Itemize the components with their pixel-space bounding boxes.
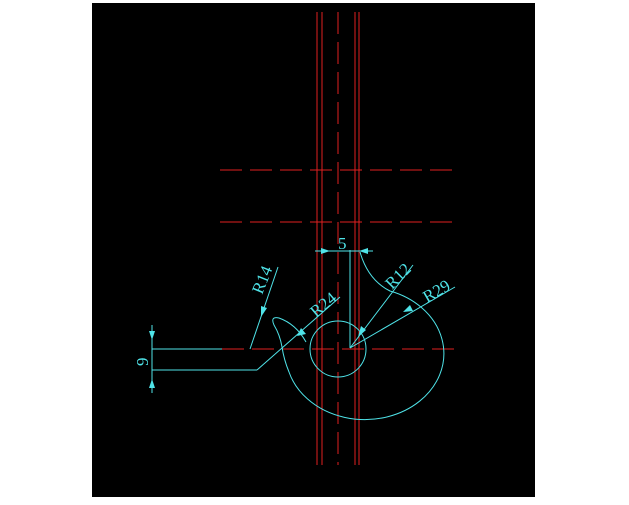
dimension-height: 9 (133, 358, 152, 367)
centerlines (220, 12, 456, 465)
dimension-offset: 5 (338, 234, 347, 253)
drawing-canvas (92, 3, 535, 497)
inner-circle (309, 320, 367, 378)
